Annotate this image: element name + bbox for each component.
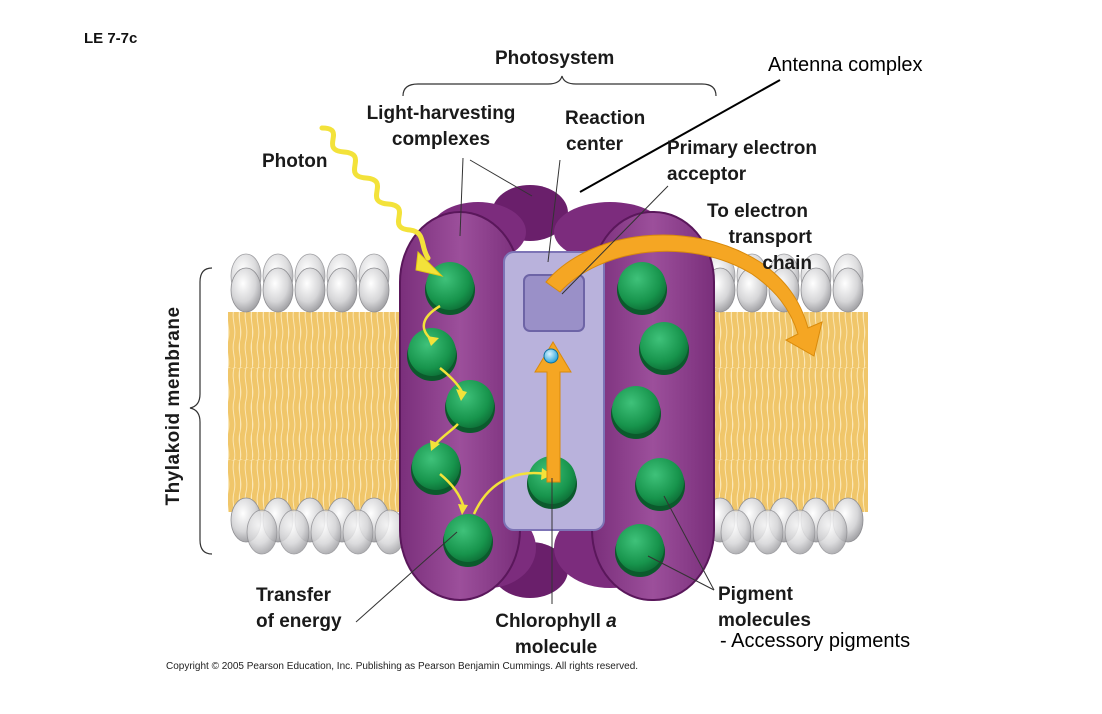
transfer-line2: of energy (256, 611, 342, 632)
antenna-complex-label: Antenna complex (768, 54, 923, 76)
lipid-head (294, 267, 326, 313)
photon-arrowhead (415, 250, 444, 277)
pigment-molecule (636, 458, 684, 506)
chlorophyll-a-italic: a (606, 611, 617, 632)
to-etc-arrow (545, 234, 823, 357)
lipid-head (326, 267, 358, 313)
electron-arrow (534, 341, 572, 483)
lipid-head (720, 509, 752, 555)
pigment-line2: molecules (718, 610, 811, 631)
lipid-head (278, 509, 310, 555)
lipid-head (342, 509, 374, 555)
lipid-head (358, 267, 390, 313)
lipid-tails (228, 312, 868, 512)
accessory-pigments-label: - Accessory pigments (720, 630, 911, 652)
antenna-leader (579, 79, 781, 193)
to-etc-line3: chain (762, 253, 812, 274)
photosystem-label: Photosystem (495, 48, 615, 69)
figure-label: LE 7-7c (84, 30, 138, 47)
to-etc-label: To electron transport chain (660, 199, 812, 277)
chlorophyll-a-label: Chlorophyll a molecule (476, 609, 636, 661)
pigment-molecule (618, 262, 666, 310)
electron (543, 348, 559, 364)
primary-acceptor-line2: acceptor (667, 164, 747, 185)
light-harvesting-label: Light-harvesting complexes (356, 101, 526, 153)
lipid-head (230, 267, 262, 313)
chlorophyll-line2: molecule (514, 637, 598, 658)
to-etc-line2: transport (728, 227, 812, 248)
pigment-molecule (640, 322, 688, 370)
to-etc-line1: To electron (707, 201, 808, 222)
pigment-molecule (612, 386, 660, 434)
thylakoid-membrane-label: Thylakoid membrane (163, 306, 184, 506)
photosystem-bracket (402, 75, 717, 97)
light-harvesting-line2: complexes (391, 129, 491, 150)
pigment-molecule (412, 442, 460, 490)
primary-acceptor-label: Primary electron acceptor (667, 136, 817, 188)
lipid-heads (230, 253, 864, 555)
pigment-molecule (446, 380, 494, 428)
reaction-center-line2: center (566, 134, 624, 155)
lipid-head (246, 509, 278, 555)
lipid-head (816, 509, 848, 555)
primary-acceptor-line1: Primary electron (667, 138, 817, 159)
energy-arrowheads (427, 336, 552, 515)
pigment-molecule (408, 328, 456, 376)
pigment-molecule (444, 514, 492, 562)
lipid-head (262, 267, 294, 313)
transfer-line1: Transfer (256, 585, 331, 606)
photon-wave (319, 125, 431, 261)
photon-label: Photon (262, 151, 328, 172)
lipid-head (784, 509, 816, 555)
lipid-head (310, 509, 342, 555)
light-harvesting-line1: Light-harvesting (366, 103, 516, 124)
pigment-molecules-label: Pigment molecules (718, 582, 811, 634)
transfer-of-energy-label: Transfer of energy (256, 583, 342, 635)
membrane-bracket (189, 267, 213, 555)
pigment-line1: Pigment (718, 584, 793, 605)
reaction-center-line1: Reaction (565, 108, 646, 129)
copyright-notice: Copyright © 2005 Pearson Education, Inc.… (166, 661, 639, 672)
lipid-head (832, 267, 864, 313)
chlorophyll-text: Chlorophyll (495, 611, 607, 632)
leader-lines (355, 157, 715, 623)
lipid-head (800, 267, 832, 313)
lipid-head (752, 509, 784, 555)
chlorophyll-line1: Chlorophyll a (476, 609, 636, 635)
pigment-molecule (616, 524, 664, 572)
reaction-center-label: Reaction center (565, 106, 645, 158)
